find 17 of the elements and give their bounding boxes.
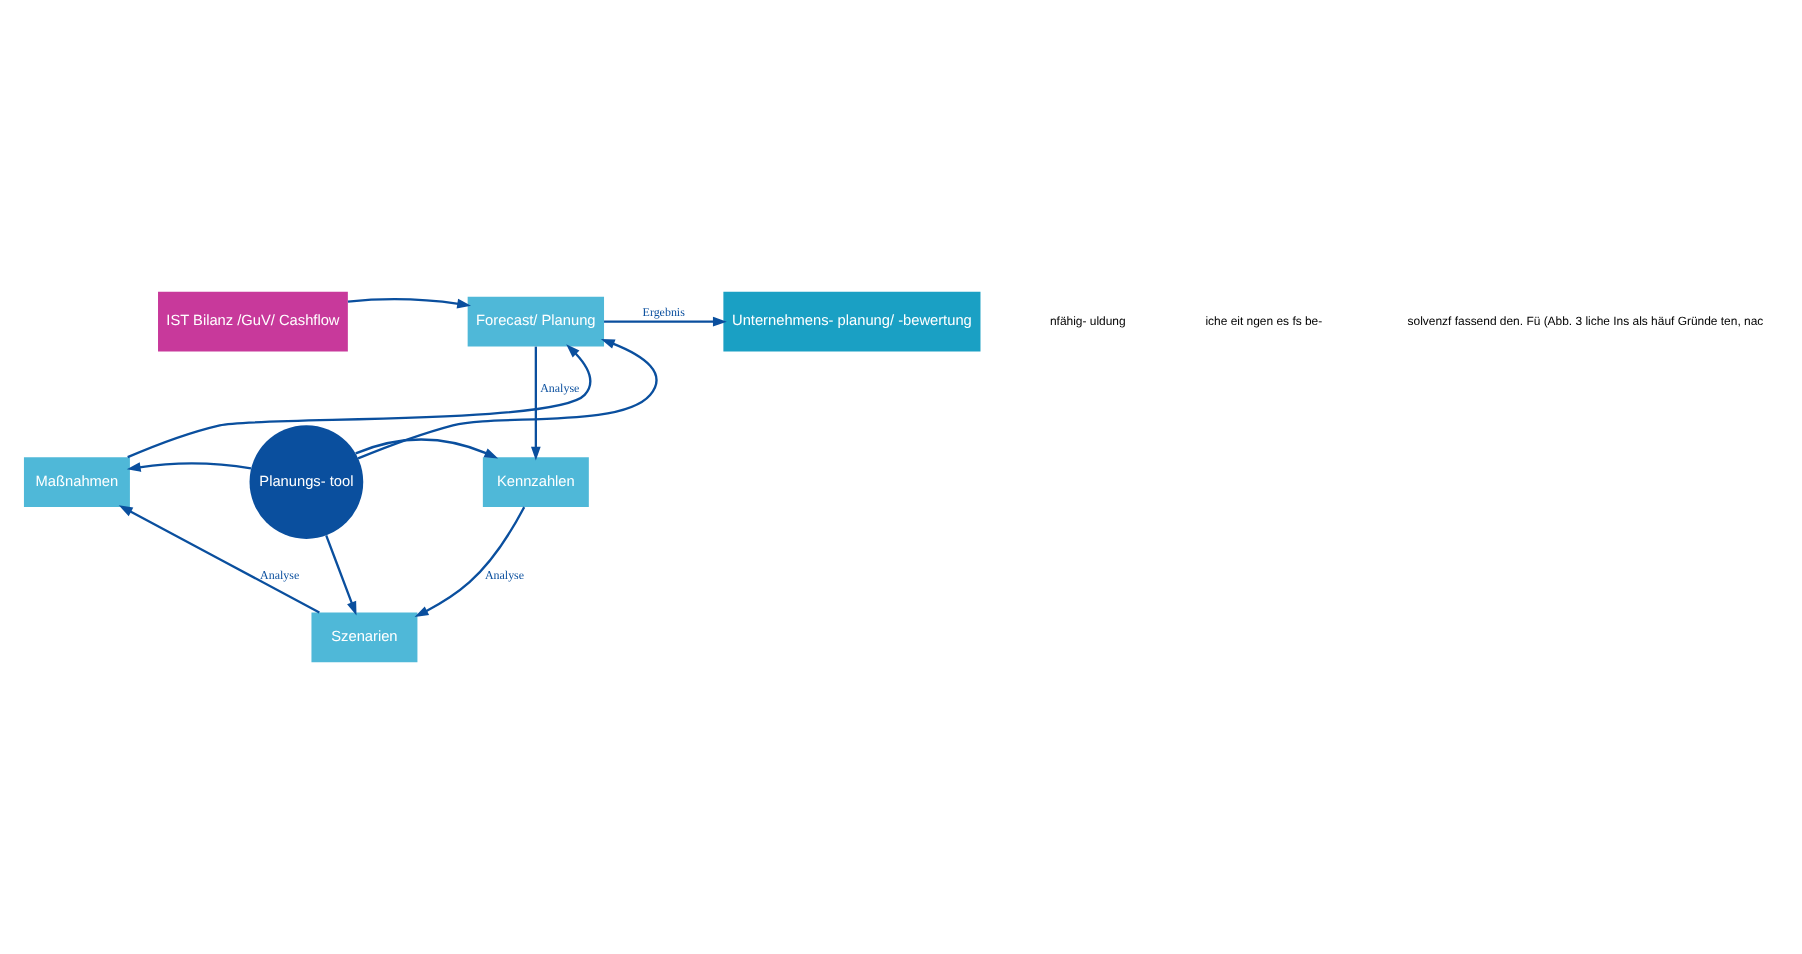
arrow [325, 535, 357, 616]
arrow [604, 316, 727, 327]
arrow [357, 339, 658, 460]
arrow [126, 462, 252, 472]
node-box: Unternehmens- planung/ -bewertung [723, 291, 981, 352]
node-box: Szenarien [311, 612, 418, 663]
node-box: IST Bilanz /GuV/ Cashflow [158, 291, 348, 352]
arrow [127, 344, 592, 459]
arrow [355, 438, 499, 459]
arrow [347, 298, 472, 309]
node-circle: Planungs- tool [249, 425, 364, 539]
node-box: Maßnahmen [23, 457, 130, 507]
node-box: Forecast/ Planung [467, 296, 605, 347]
node-box: Kennzahlen [482, 457, 589, 507]
arrow [118, 505, 320, 614]
arrow [531, 346, 541, 461]
arrow [414, 506, 526, 617]
